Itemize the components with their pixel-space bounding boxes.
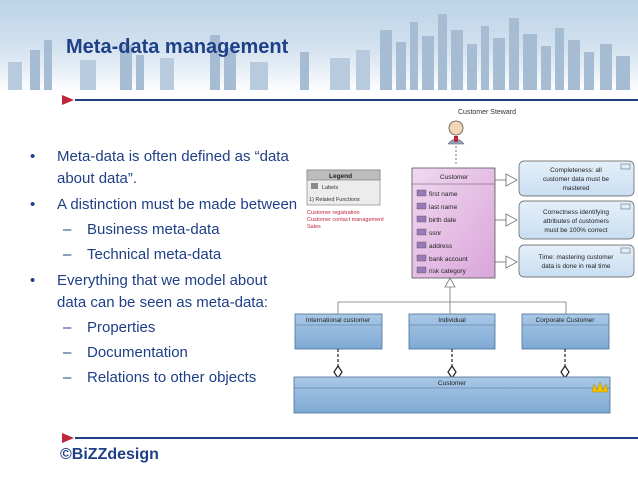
bottom-arrow-marker (62, 433, 74, 443)
note-icon (620, 163, 631, 170)
sub-bullet-mark: – (63, 344, 72, 361)
top-divider (75, 99, 638, 101)
attribute-icon (416, 241, 427, 249)
attribute-icon (416, 228, 427, 236)
note-line: data is done in real time (541, 263, 610, 270)
label-icon (311, 183, 318, 189)
bullet-mark: • (30, 148, 36, 165)
subtype-label: International customer (306, 317, 371, 324)
function-label: Sales (307, 224, 321, 230)
physical-customer-table: Customer (293, 376, 611, 414)
subtype-label: Corporate Customer (536, 317, 596, 324)
note-line: must be 100% correct (544, 227, 607, 234)
sub-bullet-text: Business meta-data (87, 221, 220, 238)
sub-bullet-text: Technical meta-data (87, 246, 222, 263)
legend-title: Legend (329, 173, 352, 180)
sub-bullet-text: Documentation (87, 344, 188, 361)
attribute-label: ssnr (429, 230, 442, 237)
attribute-label: last name (429, 204, 458, 211)
attribute-icon (416, 266, 427, 274)
legend-functions: 1) Related Functions (309, 197, 360, 203)
attribute-icon (416, 215, 427, 223)
bottom-divider (75, 437, 638, 439)
sub-bullet-item: – Technical meta-data (30, 244, 300, 266)
note-line: customer data must be (543, 176, 609, 183)
sub-bullet-text: Properties (87, 319, 156, 336)
bullet-text: A distinction must be made between (57, 196, 298, 213)
sub-bullet-item: – Business meta-data (30, 219, 300, 241)
slide-title: Meta-data management (66, 36, 289, 58)
sub-bullet-mark: – (63, 221, 72, 238)
sub-bullet-mark: – (63, 319, 72, 336)
sub-bullet-mark: – (63, 369, 72, 386)
steward-label: Customer Steward (458, 109, 516, 116)
sub-bullet-item: – Properties (30, 317, 300, 339)
function-label: Customer registration (307, 210, 360, 216)
customer-entity-title: Customer (440, 174, 469, 181)
logo-copyright: © (60, 446, 72, 463)
attribute-label: birth date (429, 217, 456, 224)
note-line: Completeness: all (550, 167, 602, 174)
attribute-label: bank account (429, 256, 468, 263)
bullet-mark: • (30, 272, 36, 289)
crown-icon (591, 381, 609, 393)
attribute-label: address (429, 243, 453, 250)
skyline-illustration (8, 14, 630, 90)
bullet-item: • A distinction must be made between (30, 194, 300, 216)
constraint-note: Correctness identifying attributes of cu… (518, 200, 635, 240)
note-line: attributes of customers (543, 218, 609, 225)
physical-customer-label: Customer (438, 380, 467, 387)
attribute-icon (416, 202, 427, 210)
note-line: Correctness identifying (543, 209, 609, 216)
bullet-text: Everything that we model about data can … (57, 272, 268, 311)
note-line: Time: mastering customer (539, 254, 615, 261)
subtype-box: International customer (294, 313, 383, 350)
attribute-icon (416, 189, 427, 197)
company-logo: ©BiZZdesign (60, 446, 159, 464)
subtype-label: Individual (438, 317, 466, 324)
sub-bullet-item: – Relations to other objects (30, 367, 300, 389)
function-label: Customer contact management (307, 217, 384, 223)
header-skyline (0, 0, 638, 92)
subtype-box: Corporate Customer (521, 313, 610, 350)
data-model-diagram: Customer Steward Legend Labels 1) Relate… (293, 109, 635, 414)
attribute-icon (416, 254, 427, 262)
top-arrow-marker (62, 95, 74, 105)
generalization-tree (337, 277, 567, 314)
sub-bullet-text: Relations to other objects (87, 369, 257, 386)
constraint-note: Time: mastering customer data is done in… (518, 244, 635, 278)
note-connectors (495, 173, 518, 269)
sub-bullet-mark: – (63, 246, 72, 263)
note-icon (620, 247, 631, 254)
mapping-links (333, 349, 570, 380)
attribute-label: first name (429, 191, 458, 198)
legend-box: Legend Labels 1) Related Functions (306, 169, 381, 206)
steward-person-icon (447, 120, 465, 145)
bullet-item: • Everything that we model about data ca… (30, 270, 300, 314)
attribute-label: risk category (429, 268, 467, 275)
bullet-mark: • (30, 196, 36, 213)
constraint-note: Completeness: all customer data must be … (518, 160, 635, 197)
bullet-list: • Meta-data is often defined as “data ab… (30, 146, 300, 389)
subtype-box: Individual (408, 313, 496, 350)
attribute-list: first name last name birth date ssnr add… (416, 189, 468, 275)
sub-bullet-item: – Documentation (30, 342, 300, 364)
bullet-item: • Meta-data is often defined as “data ab… (30, 146, 300, 190)
logo-text: BiZZdesign (71, 446, 159, 463)
note-icon (620, 203, 631, 210)
note-line: mastered (562, 185, 589, 192)
legend-labels: Labels (322, 185, 338, 191)
bullet-text: Meta-data is often defined as “data abou… (57, 148, 289, 187)
